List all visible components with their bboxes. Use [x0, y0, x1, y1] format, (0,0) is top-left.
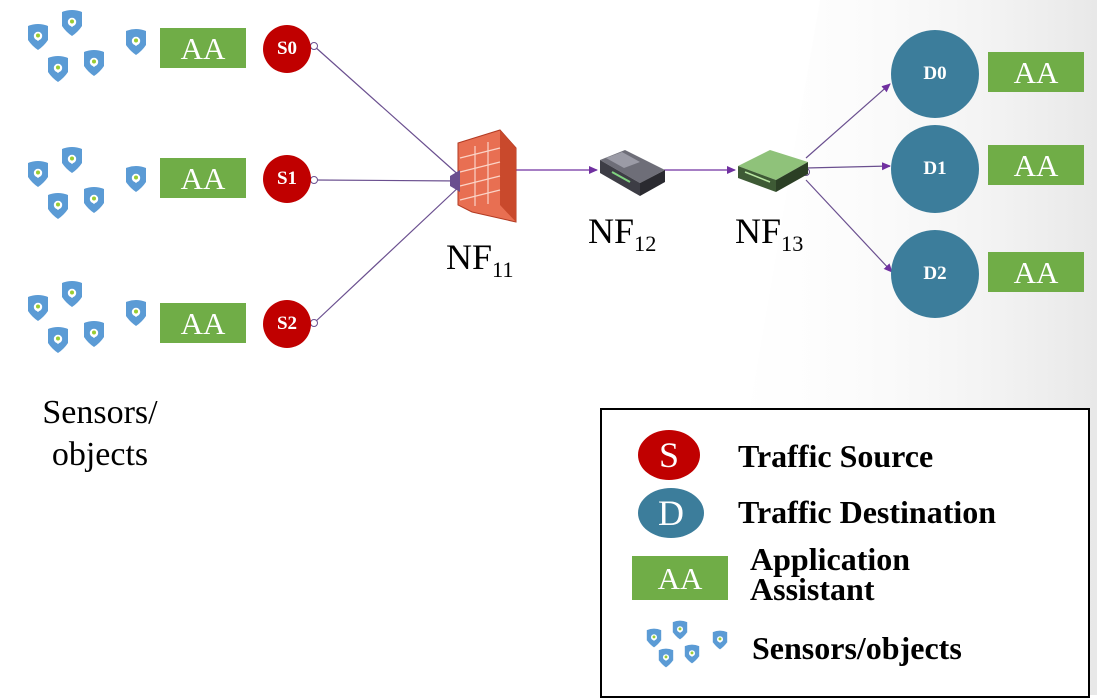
aa-box-d2: AA [988, 252, 1084, 292]
firewall-icon [450, 129, 517, 223]
nf11-label: NF11 [446, 237, 514, 282]
aa-box-s0: AA [160, 28, 246, 68]
sensor-pin-icon-0-4 [126, 29, 146, 55]
link-nf13-d0 [805, 83, 891, 159]
legend-aa-label-line1: Application [750, 541, 911, 577]
sensor-pin-icon-2-1 [62, 281, 82, 307]
sensor-pin-icon-0-1 [62, 10, 82, 36]
link-nf13-d1 [805, 162, 891, 171]
legend-destination-label: Traffic Destination [738, 494, 997, 530]
link-s0-nf11 [313, 45, 463, 179]
source-node-s1: S1 [263, 155, 311, 203]
sensors-caption: Sensors/ objects [30, 392, 170, 476]
sensor-pin-icon-0-2 [48, 56, 68, 82]
nf12-label: NF12 [588, 211, 657, 256]
sensor-pin-icon-1-2 [48, 193, 68, 219]
sensor-pin-icon-1-4 [126, 166, 146, 192]
legend-sensor-icons [646, 620, 728, 668]
aa-box-s1: AA [160, 158, 246, 198]
sensor-pin-icon-2-0 [28, 295, 48, 321]
destination-node-d0: D0 [891, 30, 979, 118]
aa-box-d1: AA [988, 145, 1084, 185]
legend-sensor-pin-icon-0 [646, 628, 662, 648]
legend-source-label: Traffic Source [738, 438, 934, 474]
sensor-pin-icon-1-3 [84, 187, 104, 213]
sensor-pin-icon-2-4 [126, 300, 146, 326]
legend-sensor-pin-icon-1 [672, 620, 688, 640]
source-node-s0: S0 [263, 25, 311, 73]
sensor-pin-icon-0-0 [28, 24, 48, 50]
destination-node-d1: D1 [891, 125, 979, 213]
legend: S Traffic Source D Traffic Destination A… [600, 408, 1090, 698]
link-s2-nf11 [313, 183, 463, 324]
aa-box-d0: AA [988, 52, 1084, 92]
aa-box-s2: AA [160, 303, 246, 343]
sensors-caption-line2: objects [51, 436, 149, 473]
link-s1-nf11 [313, 179, 463, 182]
legend-aa-label: Application Assistant [750, 541, 911, 607]
destination-node-d2: D2 [891, 230, 979, 318]
legend-aa-symbol: AA [632, 556, 728, 600]
legend-source-symbol: S [638, 430, 700, 480]
link-nf13-d2 [805, 179, 893, 273]
sensor-pin-icon-0-3 [84, 50, 104, 76]
switch-icon [738, 150, 808, 192]
legend-sensor-pin-icon-2 [658, 648, 674, 668]
sensor-pin-icon-2-2 [48, 327, 68, 353]
legend-sensor-pin-icon-3 [684, 644, 700, 664]
legend-sensors-label: Sensors/objects [752, 630, 962, 666]
sensor-pin-icon-1-0 [28, 161, 48, 187]
legend-aa-label-line2: Assistant [750, 571, 875, 607]
sensors-caption-line1: Sensors/ [42, 394, 158, 431]
legend-sensor-pin-icon-4 [712, 630, 728, 650]
nf13-label: NF13 [735, 211, 804, 256]
source-node-s2: S2 [263, 300, 311, 348]
sensor-pin-icon-2-3 [84, 321, 104, 347]
sensor-pin-icon-1-1 [62, 147, 82, 173]
legend-destination-symbol: D [638, 488, 704, 538]
router-icon [600, 150, 665, 196]
